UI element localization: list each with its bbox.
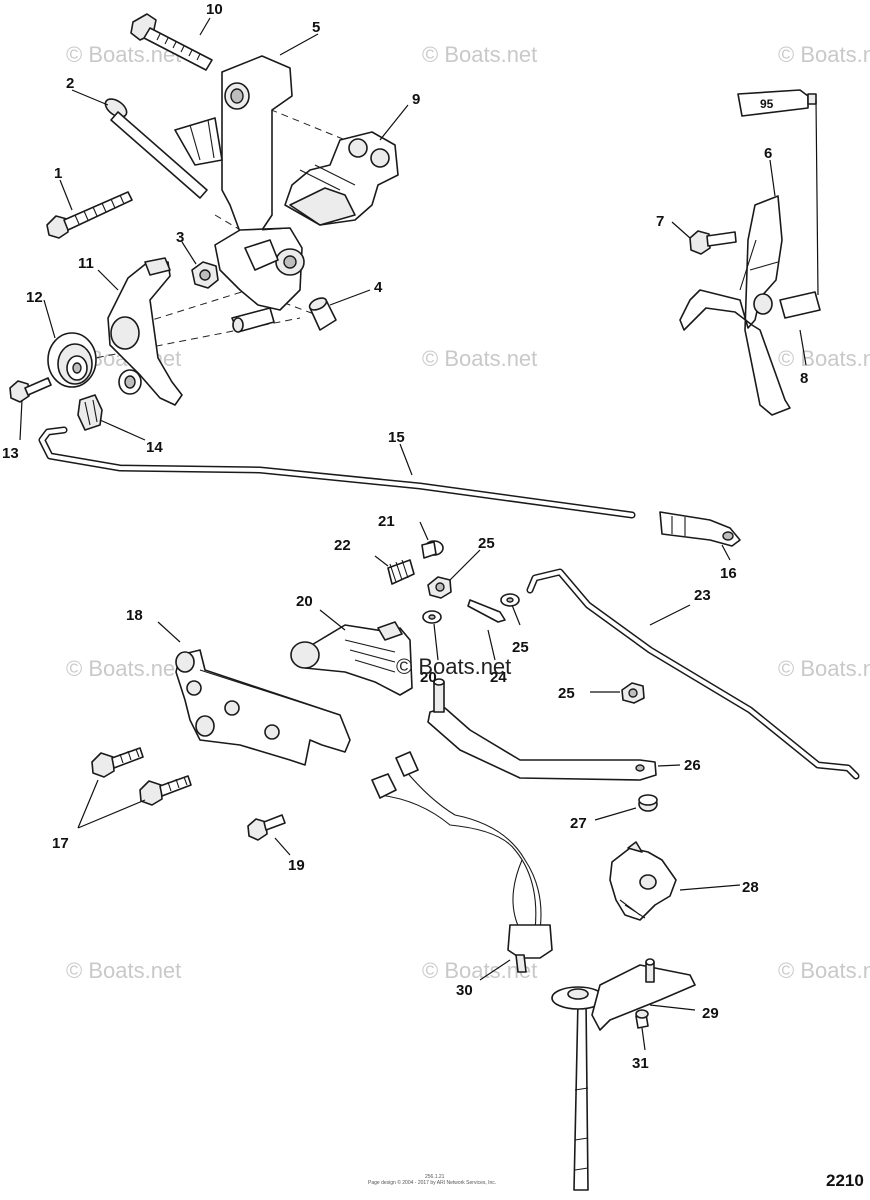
callout-18: 18 (126, 607, 143, 624)
footer-id: 256.1.21 (425, 1174, 445, 1180)
part-24-cotter-pin[interactable] (467, 599, 506, 623)
callout-30: 29 (702, 1005, 719, 1022)
callout-13: 13 (2, 445, 19, 462)
callout-9: 9 (412, 91, 420, 108)
part-9-clamp[interactable] (284, 131, 399, 226)
footer-copyright: Page design © 2004 - 2017 by ARI Network… (368, 1179, 496, 1186)
part-23-rod[interactable] (526, 568, 860, 780)
callout-8: 8 (800, 370, 808, 387)
diagram-code: 2210 (826, 1171, 864, 1190)
watermark: © Boats.net (778, 656, 870, 681)
callout-21: 21 (378, 513, 395, 530)
part-32-screw[interactable] (635, 1009, 649, 1029)
part-30-shaft[interactable] (551, 958, 696, 1191)
part-3-nut[interactable] (191, 261, 219, 289)
part-26-washer[interactable] (500, 593, 520, 607)
callout-2: 2 (66, 75, 74, 92)
callout-25: 25 (478, 535, 495, 552)
callout-6: 6 (764, 145, 772, 162)
part-20-block[interactable] (290, 621, 413, 696)
callout-24: 24 (490, 669, 507, 686)
part-19-screw[interactable] (247, 814, 286, 841)
part-14-clip[interactable] (77, 394, 103, 431)
callout-27: 26 (684, 757, 701, 774)
callout-12: 12 (26, 289, 43, 306)
part-10-bolt[interactable] (130, 13, 213, 71)
part-27-link-arm[interactable] (427, 678, 657, 781)
callout-11: 11 (78, 255, 94, 272)
part-5-bracket[interactable] (174, 55, 305, 311)
lubricant-tube: 95 (737, 89, 819, 296)
part-20-washer-small[interactable] (422, 610, 442, 624)
callout-7: 7 (656, 213, 664, 230)
callout-22: 22 (334, 537, 351, 554)
callout-20-lower: 20 (420, 669, 437, 686)
watermark: © Boats.net (66, 656, 181, 681)
callout-15: 15 (388, 429, 405, 446)
part-4-spacer[interactable] (231, 296, 337, 333)
part-16-rod-end[interactable] (659, 511, 741, 547)
part-25-nut-upper[interactable] (427, 576, 452, 599)
part-25-nut-lower[interactable] (621, 682, 645, 704)
callout-31: 30 (456, 982, 473, 999)
watermark: © Boats.net (778, 346, 870, 371)
tube-label: 95 (760, 97, 774, 111)
part-2-long-bolt[interactable] (102, 95, 208, 199)
callout-26: 25 (512, 639, 529, 656)
part-6-plate[interactable] (679, 195, 821, 416)
part-18-bracket[interactable] (175, 649, 351, 766)
part-15-rod[interactable] (38, 426, 636, 519)
callout-28: 27 (570, 815, 587, 832)
callout-25-lower: 25 (558, 685, 575, 702)
part-31-switch[interactable] (371, 751, 553, 973)
part-12-pulley[interactable] (47, 332, 97, 388)
watermark: © Boats.net (66, 958, 181, 983)
callout-16: 16 (720, 565, 737, 582)
callout-32: 31 (632, 1055, 649, 1072)
callout-numbers: 10 5 2 9 6 1 7 3 11 4 12 8 13 14 15 21 2… (2, 1, 808, 1072)
callout-3: 3 (176, 229, 184, 246)
part-21-pin[interactable] (421, 540, 444, 559)
leader-lines (19, 17, 807, 1051)
watermark: © Boats.net (778, 42, 870, 67)
callout-23: 23 (694, 587, 711, 604)
part-7-screw[interactable] (689, 230, 737, 255)
callout-5: 5 (312, 19, 320, 36)
watermark: © Boats.net (778, 958, 870, 983)
callout-17: 17 (52, 835, 69, 852)
part-17-screw-upper[interactable] (91, 747, 144, 778)
part-22-spring[interactable] (387, 559, 415, 585)
watermark: © Boats.net (422, 42, 537, 67)
callout-10: 10 (206, 1, 223, 18)
part-11-lever[interactable] (107, 257, 183, 406)
callout-19: 19 (288, 857, 305, 874)
part-13-bolt[interactable] (9, 377, 52, 403)
part-29-cam[interactable] (609, 841, 677, 921)
callout-20: 20 (296, 593, 313, 610)
watermark-layer: © Boats.net © Boats.net © Boats.net © Bo… (66, 42, 870, 983)
part-17-screw-lower[interactable] (139, 775, 192, 806)
center-watermark: © Boats.net (396, 654, 511, 679)
part-28-bushing[interactable] (638, 794, 658, 812)
callout-29: 28 (742, 879, 759, 896)
callout-4: 4 (374, 279, 383, 296)
callout-14: 14 (146, 439, 163, 456)
part-1-screw[interactable] (46, 191, 133, 239)
watermark: © Boats.net (422, 346, 537, 371)
callout-1: 1 (54, 165, 62, 182)
